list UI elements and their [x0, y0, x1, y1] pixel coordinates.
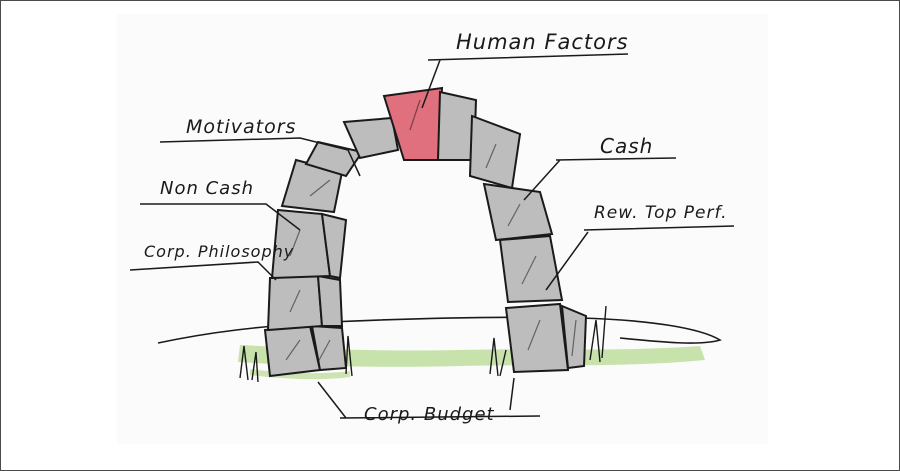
ground-line: [157, 316, 722, 344]
stone-right-2: [468, 114, 522, 190]
label-rew-top-perf: Rew. Top Perf.: [594, 203, 728, 223]
label-cash: Cash: [600, 134, 654, 158]
sketch-paper: [117, 14, 768, 444]
stone-left-5: [342, 116, 400, 160]
stone-right-4: [498, 234, 564, 304]
leader-rew-top-perf: [545, 225, 735, 291]
grass-tufts: [239, 305, 607, 383]
label-motivators: Motivators: [186, 116, 297, 138]
label-corp-philosophy: Corp. Philosophy: [144, 242, 295, 261]
leader-corp-philosophy: [129, 261, 277, 281]
stone-right-5: [504, 302, 570, 374]
stone-right-3: [482, 182, 554, 242]
stone-hatching: [285, 99, 577, 363]
stone-left-1: [266, 274, 324, 332]
leader-motivators: [159, 137, 361, 177]
leader-lines: [129, 53, 735, 419]
stone-left-2b: [320, 212, 348, 280]
grass-wash: [238, 345, 705, 380]
right-arch-stones: [436, 90, 588, 374]
leader-cash: [523, 157, 677, 201]
label-human-factors: Human Factors: [456, 30, 629, 54]
label-non-cash: Non Cash: [160, 178, 254, 199]
label-corp-budget: Corp. Budget: [364, 404, 495, 425]
leader-non-cash: [140, 203, 301, 231]
stone-left-1b: [316, 274, 344, 327]
leader-corp-budget: [317, 377, 541, 419]
leader-human-factors: [421, 53, 629, 109]
